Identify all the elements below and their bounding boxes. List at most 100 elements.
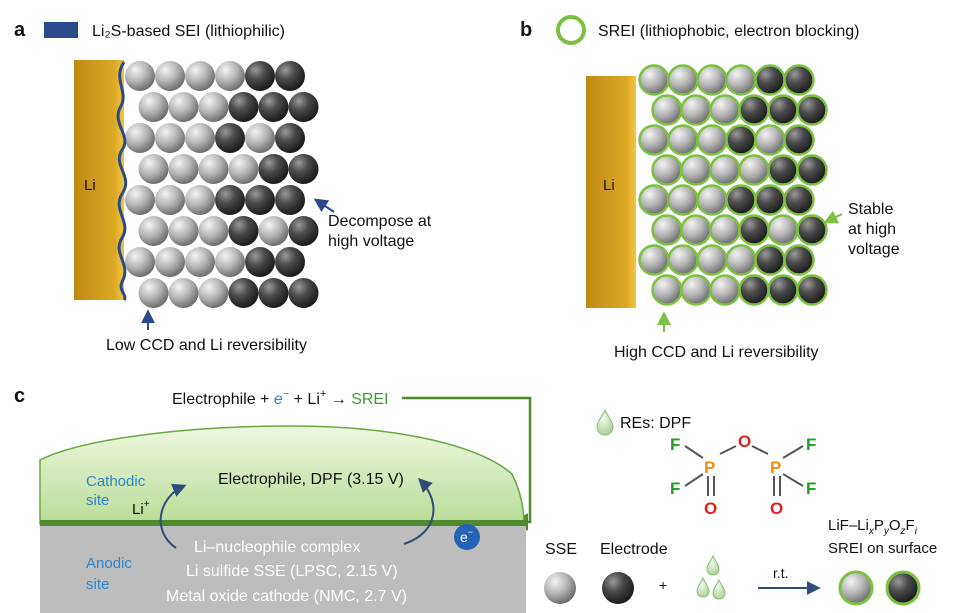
particle-a [275,61,305,91]
atom-p-1: P [704,458,715,477]
atom-p-2: P [770,458,781,477]
particle-b [725,124,757,156]
particle-a [138,92,169,122]
particle-a [258,278,289,308]
particle-a [228,278,259,308]
particle-b [754,244,786,276]
plus-sign: + [659,577,667,593]
electrophile-label: Electrophile, DPF (3.15 V) [218,471,404,488]
particle-b [696,64,728,96]
srei-legend-icon [556,15,586,45]
particle-b [709,274,741,306]
particle-b [783,244,815,276]
particle-a [138,216,169,246]
particle-b [680,274,712,306]
particle-b [725,244,757,276]
particle-b [738,274,770,306]
anodic-substrate [40,524,526,613]
particle-b [709,154,741,186]
particle-b [738,214,770,246]
particle-a [288,278,319,308]
atom-o-2: O [770,499,783,518]
particle-b [651,214,683,246]
coated-sse-particle [838,570,874,606]
sei-legend-label: Li₂S-based SEI (lithiophilic) [92,23,285,40]
anodic-site-line1: Anodic [86,555,132,572]
sei-layer-line [116,61,128,302]
particle-b [638,184,670,216]
particle-a [245,247,275,277]
particle-b [725,184,757,216]
particle-b [638,244,670,276]
particle-b [796,274,828,306]
decompose-note-line1: Decompose at [328,213,432,230]
cathodic-site-line2: site [86,492,109,509]
particle-a [155,185,185,215]
panel-b-letter: b [520,19,532,41]
particle-a [168,278,199,308]
sse-label: SSE [545,541,577,558]
srei-film-line [40,520,526,526]
particle-b [709,214,741,246]
rt-label: r.t. [773,565,789,581]
particle-a [275,123,305,153]
particle-b [638,124,670,156]
particle-b [696,244,728,276]
particle-b [754,184,786,216]
particle-b [638,64,670,96]
particle-a [125,247,155,277]
particle-b [651,94,683,126]
particle-b [738,154,770,186]
particle-a [215,247,245,277]
stable-note-line1: Stable [848,201,893,218]
particle-a [138,278,169,308]
electron-badge-label: e− [460,527,473,545]
decompose-arrow [313,198,335,213]
particle-a [258,154,289,184]
electrode-label: Electrode [600,541,668,558]
low-ccd-note: Low CCD and Li reversibility [106,337,307,354]
particle-a [155,247,185,277]
particle-b [754,64,786,96]
particle-lattice-a [125,61,319,308]
particle-b [667,244,699,276]
sulfide-label: Li sulfide SSE (LPSC, 2.15 V) [186,563,398,580]
particle-a [215,185,245,215]
particle-a [125,123,155,153]
particle-a [228,154,259,184]
particle-b [667,184,699,216]
particle-b [796,94,828,126]
atom-f-4: F [806,479,816,498]
cathodic-dome [39,425,525,525]
res-label: REs: DPF [620,415,691,432]
particle-a [168,154,199,184]
particle-b [696,184,728,216]
particle-b [725,64,757,96]
droplet-small-1 [706,554,720,576]
particle-lattice-b [638,64,828,306]
anodic-site-line2: site [86,576,109,593]
li-electrode-b [586,76,636,308]
particle-a [185,185,215,215]
particle-a [258,216,289,246]
particle-a [168,92,199,122]
particle-a [185,123,215,153]
stable-note-line2: at high [848,221,896,238]
particle-a [198,216,229,246]
particle-b [767,214,799,246]
atom-o-1: O [704,499,717,518]
particle-a [288,154,319,184]
particle-b [783,124,815,156]
particle-b [767,154,799,186]
particle-a [155,123,185,153]
particle-b [651,154,683,186]
particle-b [754,124,786,156]
droplet-small-2 [696,576,710,598]
reaction-equation: Electrophile + e− + Li+ → SREI [172,388,389,408]
atom-f-3: F [806,435,816,454]
particle-b [680,214,712,246]
complex-label: Li–nucleophile complex [194,539,360,556]
li-label-b: Li [603,177,615,194]
particle-a [245,123,275,153]
particle-a [275,247,305,277]
